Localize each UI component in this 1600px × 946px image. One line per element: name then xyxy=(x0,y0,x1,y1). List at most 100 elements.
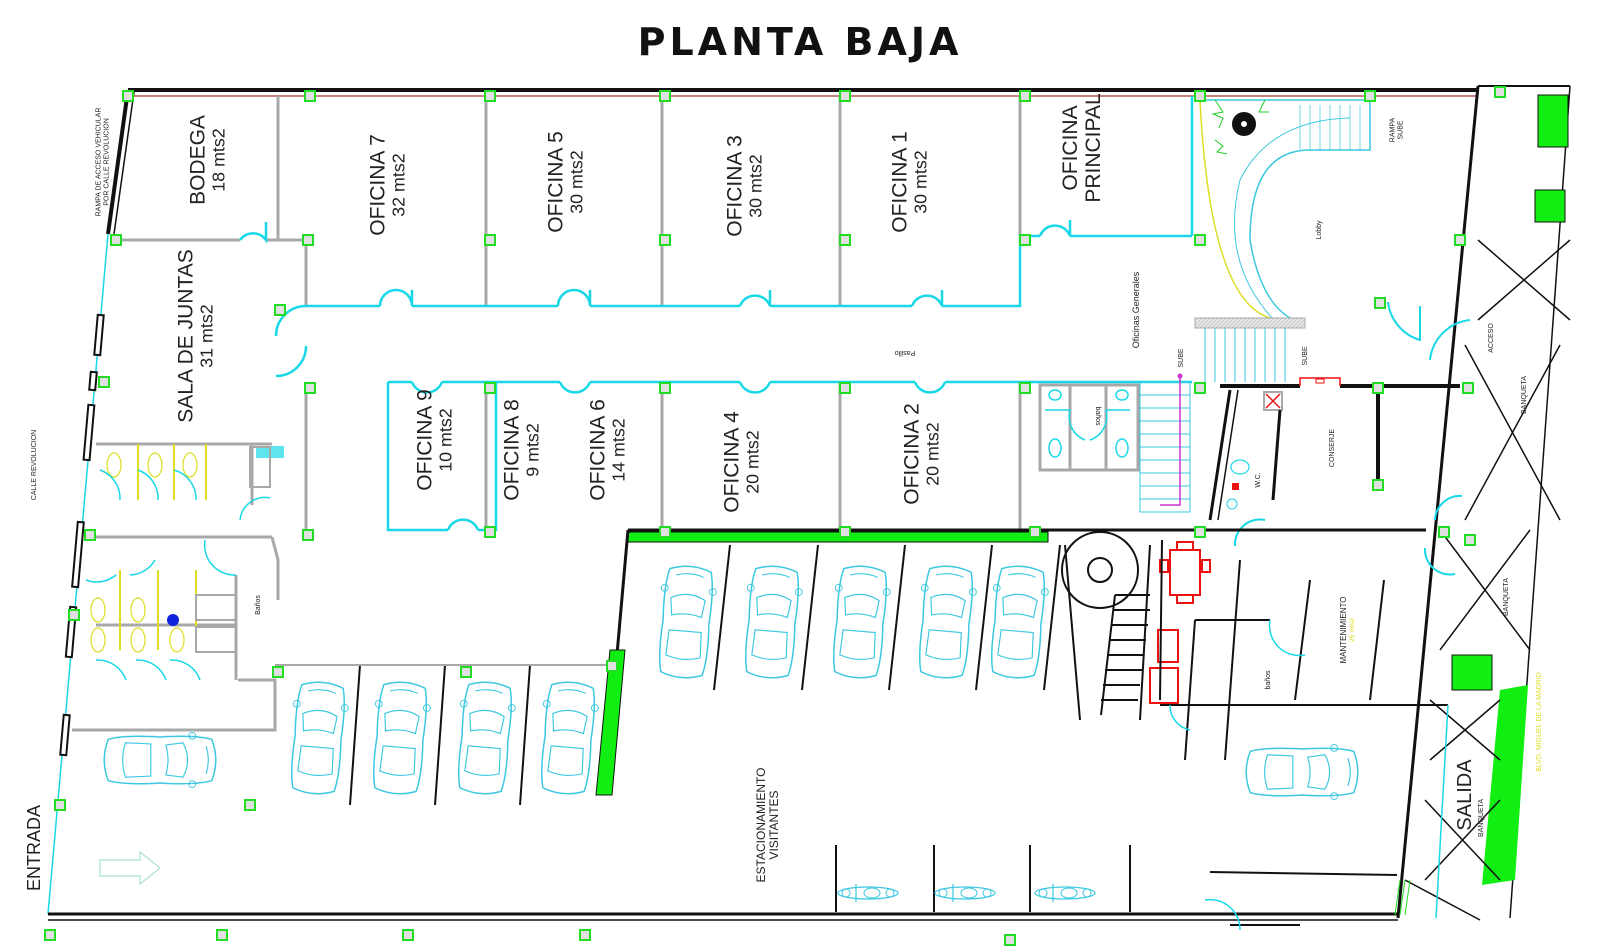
room-name: OFICINA 1 xyxy=(888,131,912,233)
column-marker xyxy=(1019,90,1031,102)
parked-car xyxy=(984,563,1052,681)
restroom-left xyxy=(72,442,284,732)
column-marker xyxy=(1364,90,1376,102)
label-conserje: CONSERJE xyxy=(1329,428,1337,468)
room-area: 30 mts2 xyxy=(745,154,766,218)
room-name: SALA DE JUNTAS xyxy=(174,249,198,423)
access-doors xyxy=(1233,301,1471,576)
column-marker xyxy=(1464,534,1476,546)
label-banqueta-2: BANQUETA xyxy=(1503,578,1511,616)
accessible-icon xyxy=(167,614,179,626)
column-marker xyxy=(460,666,472,678)
room-oficina-7: OFICINA 7 32 mts2 xyxy=(367,134,410,236)
label-line1: RAMPA DE ACCESO VEHICULAR xyxy=(95,107,103,217)
column-marker xyxy=(659,382,671,394)
plan-title: PLANTA BAJA xyxy=(637,20,963,64)
label-line2: POR CALLE REVOLUCION xyxy=(103,118,110,206)
label-banos-left: Baños xyxy=(255,595,263,615)
lobby-stair xyxy=(1139,99,1371,513)
column-marker xyxy=(839,526,851,538)
conserje-walls xyxy=(1208,377,1460,521)
room-area: 25 mts2 xyxy=(1348,617,1356,643)
column-marker xyxy=(54,799,66,811)
column-marker xyxy=(1194,382,1206,394)
column-marker xyxy=(1029,526,1041,538)
parked-car xyxy=(103,731,217,789)
column-marker xyxy=(1194,90,1206,102)
column-marker xyxy=(606,660,618,672)
room-oficina-5: OFICINA 5 30 mts2 xyxy=(545,131,588,233)
column-marker xyxy=(302,234,314,246)
room-name: OFICINA 6 xyxy=(586,399,610,501)
room-area: 30 mts2 xyxy=(566,150,587,214)
column-marker xyxy=(484,526,496,538)
column-marker xyxy=(216,929,228,941)
column-marker xyxy=(44,929,56,941)
column-marker xyxy=(402,929,414,941)
room-name: OFICINA 7 xyxy=(366,134,390,236)
column-marker xyxy=(839,90,851,102)
column-marker xyxy=(1462,382,1474,394)
room-oficina-3: OFICINA 3 30 mts2 xyxy=(724,135,767,237)
room-name: OFICINA 4 xyxy=(720,411,744,513)
column-marker xyxy=(244,799,256,811)
room-bodega: BODEGA 18 mts2 xyxy=(187,115,230,205)
room-oficina-6: OFICINA 6 14 mts2 xyxy=(587,399,630,501)
label-lobby: Lobby xyxy=(1316,220,1324,240)
room-name: OFICINA 8 xyxy=(500,399,524,501)
room-area: 20 mts2 xyxy=(922,422,943,486)
column-marker xyxy=(68,609,80,621)
parked-car xyxy=(366,679,434,797)
label-banqueta-3: BANQUETA xyxy=(1478,799,1486,837)
column-marker xyxy=(122,90,134,102)
parked-car xyxy=(1245,743,1359,801)
room-area: 20 mts2 xyxy=(742,430,763,494)
room-oficina-1: OFICINA 1 30 mts2 xyxy=(889,131,932,233)
label-oficinas-generales: Oficinas Generales xyxy=(1131,271,1142,349)
column-marker xyxy=(1372,382,1384,394)
column-marker xyxy=(1372,479,1384,491)
parked-car xyxy=(451,679,519,797)
corridor-walls xyxy=(238,96,1194,532)
column-marker xyxy=(1494,86,1506,98)
room-oficina-9: OFICINA 9 10 mts2 xyxy=(414,389,457,491)
room-name: OFICINA 5 xyxy=(544,131,568,233)
label-entrada: ENTRADA xyxy=(24,804,45,892)
column-marker xyxy=(98,376,110,388)
parked-car xyxy=(738,563,806,681)
room-area: 30 mts2 xyxy=(910,150,931,214)
column-marker xyxy=(302,529,314,541)
parking-cars xyxy=(103,563,1359,801)
label-line2: SUBE xyxy=(1397,120,1404,140)
column-marker xyxy=(304,90,316,102)
room-name: OFICINA 2 xyxy=(900,403,924,505)
column-marker xyxy=(659,234,671,246)
room-mantenimiento: MANTENIMIENTO 25 mts2 xyxy=(1339,597,1356,664)
label-blvd: BLVD. MIGUEL DE LA MADRID xyxy=(1536,672,1544,772)
motorcycle xyxy=(1034,883,1096,903)
room-oficina-4: OFICINA 4 20 mts2 xyxy=(721,411,764,513)
column-marker xyxy=(1004,934,1016,946)
label-banos-top: baños xyxy=(1093,406,1101,426)
motorcycle xyxy=(837,883,899,903)
label-acceso: ACCESO xyxy=(1488,323,1496,353)
label-rampa-sube: RAMPA SUBE xyxy=(1389,118,1404,142)
column-marker xyxy=(84,529,96,541)
parked-car xyxy=(912,563,980,681)
column-marker xyxy=(1194,526,1206,538)
restroom-top xyxy=(1038,383,1140,472)
column-marker xyxy=(1454,234,1466,246)
room-name: OFICINA 3 xyxy=(723,135,747,237)
room-sala-de-juntas: SALA DE JUNTAS 31 mts2 xyxy=(175,249,218,423)
column-marker xyxy=(659,526,671,538)
column-marker xyxy=(1019,234,1031,246)
label-line1: RAMPA xyxy=(1389,117,1397,143)
label-sube-2: SUBE xyxy=(1302,346,1310,366)
label-line2: VISITANTES xyxy=(767,790,781,860)
room-name: OFICINA 9 xyxy=(413,389,437,491)
column-marker xyxy=(484,382,496,394)
room-area: 32 mts2 xyxy=(388,153,409,217)
room-oficina-8: OFICINA 8 9 mts2 xyxy=(501,399,544,501)
column-marker xyxy=(1438,526,1450,538)
